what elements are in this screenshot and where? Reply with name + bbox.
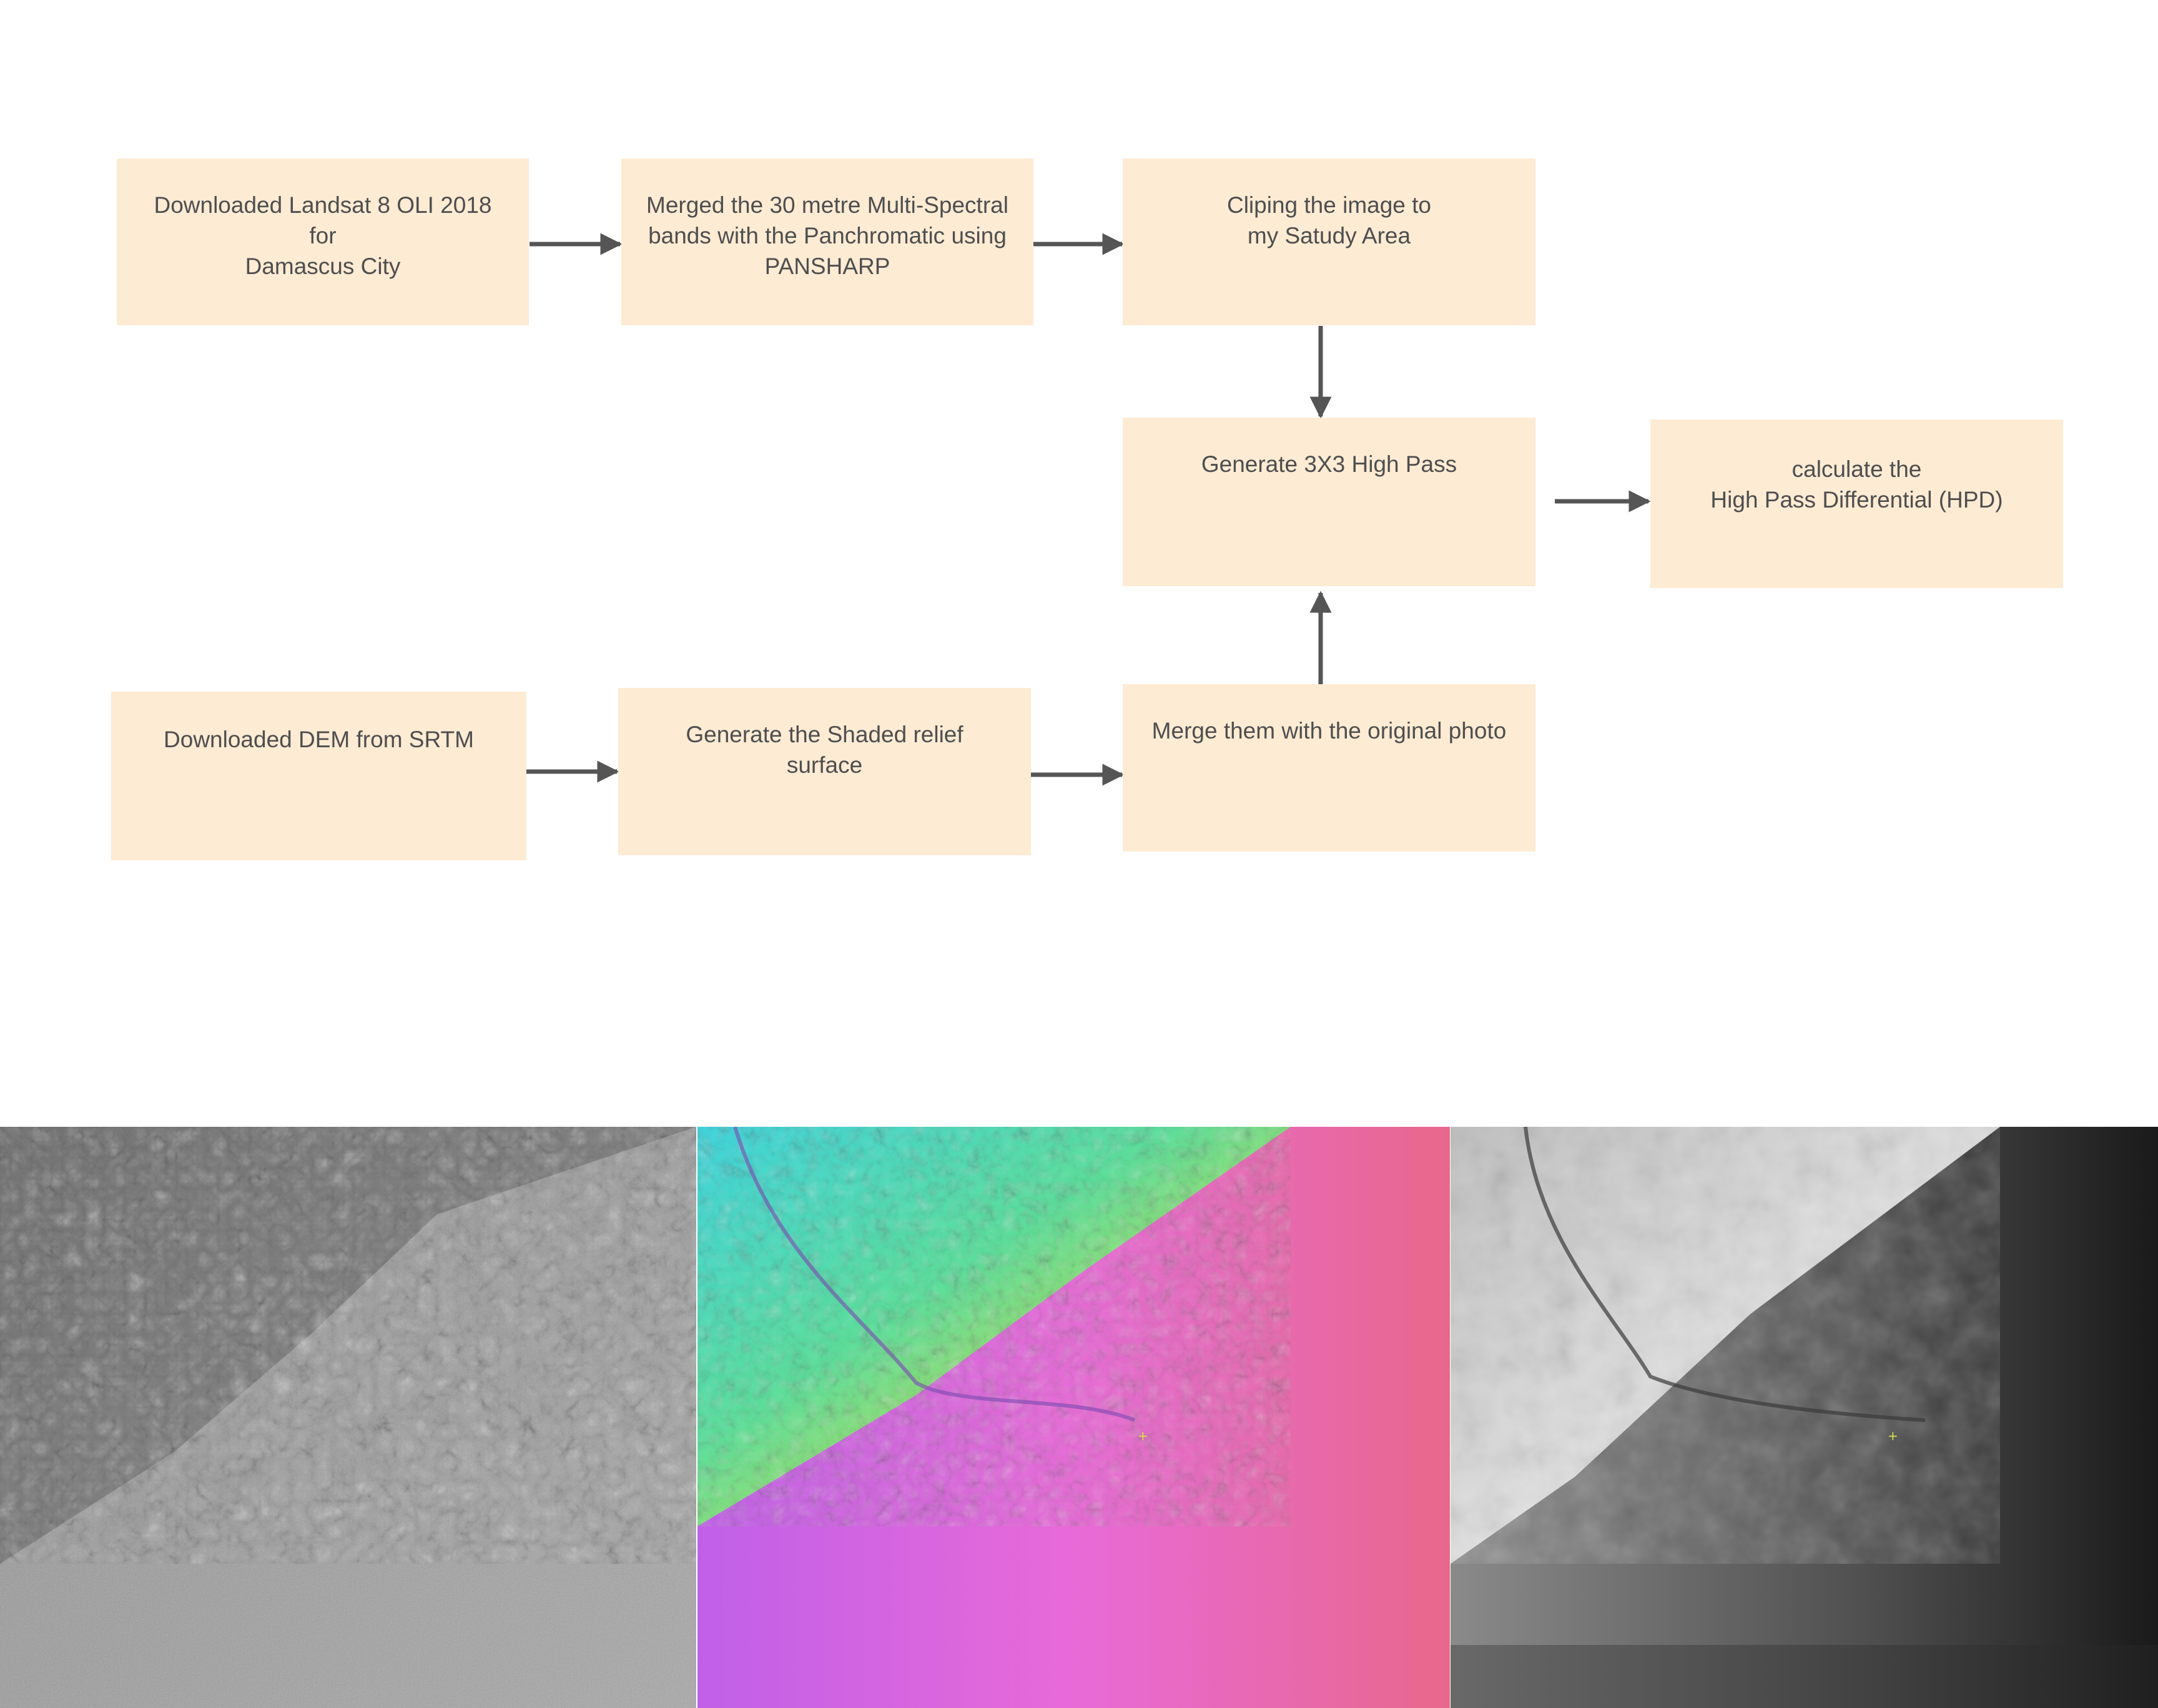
flow-arrows — [525, 233, 1651, 786]
svg-text:+: + — [1138, 1428, 1148, 1443]
node-landsat-download: Downloaded Landsat 8 OLI 2018 for Damasc… — [117, 159, 529, 325]
dem-grayscale-image: + — [1451, 1127, 2158, 1708]
node-landsat-download-label: Downloaded Landsat 8 OLI 2018 for Damasc… — [154, 192, 492, 279]
node-hpd-label: calculate the High Pass Differential (HP… — [1710, 456, 2003, 513]
svg-text:+: + — [1888, 1428, 1898, 1443]
node-high-pass: Generate 3X3 High Pass — [1123, 418, 1535, 586]
node-hpd: calculate the High Pass Differential (HP… — [1650, 420, 2063, 588]
node-dem-download: Downloaded DEM from SRTM — [111, 692, 526, 860]
node-clip-image: Cliping the image to my Satudy Area — [1123, 159, 1535, 325]
node-high-pass-label: Generate 3X3 High Pass — [1201, 451, 1457, 477]
node-merge-original: Merge them with the original photo — [1123, 684, 1535, 852]
node-merge-bands-label: Merged the 30 metre Multi-Spectral bands… — [646, 192, 1008, 279]
node-merge-bands: Merged the 30 metre Multi-Spectral bands… — [621, 159, 1033, 325]
node-merge-original-label: Merge them with the original photo — [1151, 718, 1507, 744]
node-clip-image-label: Cliping the image to my Satudy Area — [1226, 192, 1432, 248]
color-relief-image: + — [697, 1127, 1450, 1708]
node-dem-download-label: Downloaded DEM from SRTM — [164, 727, 474, 752]
node-shaded-relief-label: Generate the Shaded relief surface — [686, 722, 963, 778]
shaded-relief-image — [0, 1127, 696, 1708]
node-shaded-relief: Generate the Shaded relief surface — [618, 688, 1031, 855]
